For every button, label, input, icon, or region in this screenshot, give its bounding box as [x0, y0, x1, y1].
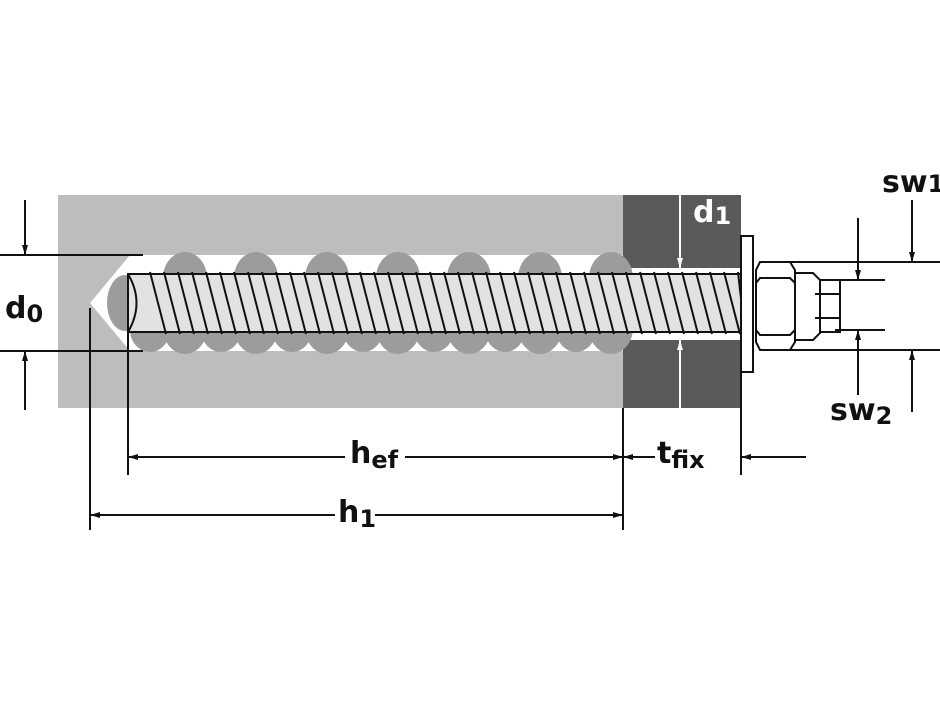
thread-line: [597, 271, 615, 335]
label-d1: d1: [693, 195, 731, 230]
thread-line: [331, 271, 349, 335]
thread-line: [695, 271, 713, 335]
thread-line: [709, 271, 727, 335]
thread-line: [303, 271, 321, 335]
thread-line: [317, 271, 335, 335]
thread-line: [387, 271, 405, 335]
thread-line: [667, 271, 685, 335]
rod-threads: [149, 271, 746, 335]
thread-line: [345, 271, 363, 335]
thread-line: [541, 271, 559, 335]
thread-line: [149, 271, 167, 335]
thread-line: [275, 271, 293, 335]
thread-line: [485, 271, 503, 335]
thread-line: [639, 271, 657, 335]
thread-line: [415, 271, 433, 335]
thread-line: [499, 271, 517, 335]
thread-line: [261, 271, 279, 335]
label-tfix: tfix: [657, 436, 705, 474]
thread-line: [429, 271, 447, 335]
label-d0: d0: [5, 291, 43, 328]
thread-line: [583, 271, 601, 335]
thread-line: [653, 271, 671, 335]
hex-nut: [755, 261, 796, 351]
thread-line: [625, 271, 643, 335]
thread-line: [471, 271, 489, 335]
washer: [740, 235, 754, 373]
thread-line: [163, 271, 181, 335]
thread-line: [289, 271, 307, 335]
thread-line: [513, 271, 531, 335]
lock-nut: [794, 272, 821, 341]
label-sw1: sw1: [882, 165, 940, 200]
label-sw2: sw2: [830, 393, 892, 430]
label-h1: h1: [338, 495, 376, 533]
dimension-lines: [0, 200, 940, 530]
thread-line: [569, 271, 587, 335]
thread-line: [247, 271, 265, 335]
thread-line: [611, 271, 629, 335]
thread-line: [681, 271, 699, 335]
thread-line: [443, 271, 461, 335]
rod-end: [819, 279, 841, 333]
label-hef: hef: [350, 436, 399, 474]
thread-line: [401, 271, 419, 335]
thread-line: [359, 271, 377, 335]
thread-line: [205, 271, 223, 335]
thread-line: [233, 271, 251, 335]
thread-line: [177, 271, 195, 335]
thread-line: [555, 271, 573, 335]
thread-line: [373, 271, 391, 335]
thread-line: [191, 271, 209, 335]
thread-line: [457, 271, 475, 335]
thread-line: [527, 271, 545, 335]
thread-line: [723, 271, 741, 335]
thread-line: [219, 271, 237, 335]
